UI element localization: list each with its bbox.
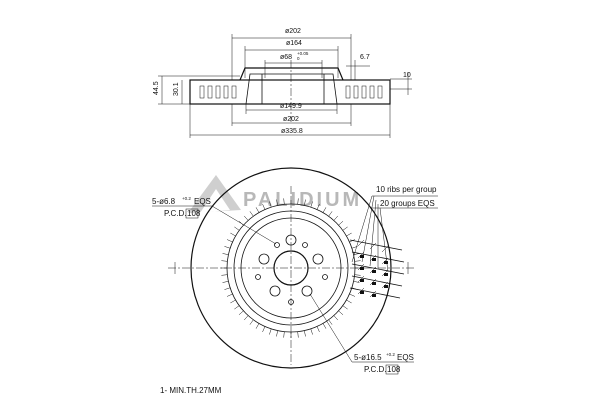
vent-rib-tick	[224, 287, 231, 290]
vent-rib-tick	[297, 198, 299, 205]
vent-rib-tick	[333, 315, 339, 321]
pcd-bottom-label: P.C.D.	[364, 365, 387, 374]
bolt-hole	[312, 253, 324, 265]
vent-rib-tick	[262, 203, 266, 210]
vent-rib-tick	[222, 281, 229, 283]
vent-rib-tick	[304, 199, 306, 206]
min-thickness-note: 1- MIN.TH.27MM	[160, 386, 222, 395]
vent-rib-tick	[222, 253, 229, 255]
large-holes-eqs: EQS	[397, 353, 414, 362]
vent-rib-tick	[243, 315, 249, 321]
small-holes-tolerance: +0.2	[182, 196, 191, 201]
vent-rib-tick	[322, 207, 327, 213]
vent-rib-tick	[297, 331, 299, 338]
dim-hat-diameter: ø164	[286, 40, 302, 47]
vent-rib-tick	[226, 239, 233, 243]
ribs-per-group-note: 10 ribs per group	[376, 185, 437, 194]
locator-holes	[255, 242, 328, 305]
vent-rib-tick	[221, 260, 228, 262]
bolt-hole	[285, 234, 297, 246]
dim-total-height: 44.5	[153, 81, 160, 95]
dim-bore-tolerance-upper: +0.05	[297, 51, 309, 56]
vent-rib-tick	[338, 220, 344, 226]
vent-rib-tick	[230, 299, 236, 304]
side-view: ø202 ø164 ø68 +0.05 0 6.7 10 44.5 30.1	[153, 28, 412, 138]
vent-rib-tick	[354, 260, 361, 262]
vent-rib-tick	[338, 310, 344, 316]
vent-rib-tick	[238, 310, 244, 316]
dim-bore-diameter: ø68	[280, 54, 292, 61]
dim-bottom-diameter: ø202	[283, 116, 299, 123]
vent-rib-tick	[234, 305, 240, 310]
vent-rib-tick	[234, 226, 240, 231]
large-holes-note: 5-ø16.5	[354, 353, 382, 362]
vent-rib-tick	[269, 201, 272, 208]
dim-bore-tolerance-lower: 0	[297, 56, 300, 61]
pcd-bottom-value: 108	[387, 365, 401, 374]
vent-rib-tick	[322, 323, 327, 329]
vent-rib-tick	[255, 207, 260, 213]
small-holes-eqs: EQS	[194, 197, 211, 206]
vent-rib-tick	[328, 211, 333, 217]
rib-groups-note: 20 groups EQS	[380, 199, 435, 208]
vent-rib-tick	[316, 326, 320, 333]
dim-top-outer-diameter: ø202	[285, 28, 301, 35]
dim-hat-thickness: 6.7	[360, 54, 370, 61]
rib-detail	[349, 239, 405, 299]
vent-rib-tick	[283, 331, 285, 338]
front-view: 10 ribs per group 20 groups EQS 5-ø6.8 +…	[152, 167, 438, 375]
pcd-top-value: 108	[187, 209, 201, 218]
bolt-hole	[258, 253, 270, 265]
vent-rib-tick	[221, 274, 228, 276]
dim-inner-diameter: ø149.9	[280, 103, 302, 110]
vent-rib-tick	[346, 232, 352, 237]
vent-rib-tick	[269, 328, 272, 335]
vent-rib-tick	[262, 326, 266, 333]
vent-rib-tick	[353, 281, 360, 283]
vent-rib-tick	[243, 215, 249, 221]
vent-rib-tick	[226, 293, 233, 297]
large-holes-tolerance: +0.2	[386, 352, 395, 357]
vent-rib-tick	[283, 198, 285, 205]
brand-logo: PALIDIUM	[188, 175, 362, 213]
bolt-hole	[269, 285, 281, 297]
dim-outer-diameter: ø335.8	[281, 128, 303, 135]
vent-rib-tick	[310, 201, 313, 208]
vent-rib-tick	[333, 215, 339, 221]
vent-rib-tick	[276, 199, 278, 206]
vent-rib-tick	[346, 299, 352, 304]
vent-rib-tick	[224, 246, 231, 249]
dim-disc-thickness: 10	[403, 72, 411, 79]
vent-rib-tick	[230, 232, 236, 237]
bolt-hole	[301, 285, 313, 297]
vent-rib-tick	[255, 323, 260, 329]
vent-rib-tick	[328, 319, 333, 325]
vent-rib-tick	[342, 305, 348, 310]
vent-rib-tick	[310, 328, 313, 335]
vent-rib-tick	[304, 330, 306, 337]
vent-rib-tick	[316, 203, 320, 210]
brand-name: PALIDIUM	[243, 189, 362, 211]
vent-ribs	[221, 198, 361, 338]
small-holes-note: 5-ø6.8	[152, 197, 176, 206]
vent-rib-tick	[249, 319, 254, 325]
vent-rib-tick	[342, 226, 348, 231]
vent-rib-tick	[249, 211, 254, 217]
dim-inner-height: 30.1	[173, 82, 180, 96]
vent-rib-tick	[349, 293, 356, 297]
bolt-holes	[258, 234, 324, 297]
vent-rib-tick	[354, 274, 361, 276]
pcd-top-label: P.C.D.	[164, 209, 187, 218]
vent-rib-tick	[276, 330, 278, 337]
